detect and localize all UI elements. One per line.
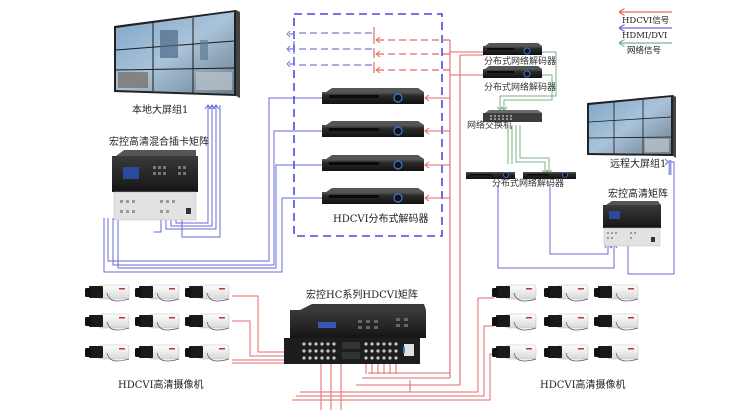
hdcvi-decoder (322, 188, 424, 204)
camera (185, 284, 230, 302)
dashed-arrow-heads (286, 30, 291, 68)
net-decoder-pair: 分布式网络解码器 (466, 172, 576, 189)
cameras-left-label: HDCVI高清摄像机 (118, 378, 204, 391)
net-decoder-1-label: 分布式网络解码器 (484, 55, 556, 67)
legend-label-network: 网络信号 (627, 45, 661, 56)
hc-hdcvi-matrix: 宏控HC系列HDCVI矩阵 (284, 288, 426, 364)
camera (544, 344, 589, 362)
camera (594, 284, 639, 302)
camera-grid-right (492, 284, 639, 362)
camera (135, 344, 180, 362)
hybrid-matrix: 宏控高清混合插卡矩阵 (109, 135, 209, 221)
hdmi-wiring-right (497, 161, 675, 275)
legend-item-hdcvi: HDCVI信号 (620, 12, 672, 26)
dashed-hdmi-outputs (287, 32, 372, 66)
camera (85, 344, 130, 362)
bnc-ports (302, 342, 398, 360)
network-switch: 网络交换机 (467, 110, 542, 131)
legend-item-hdmi: HDMI/DVI (620, 28, 672, 41)
legend-label-hdmi: HDMI/DVI (622, 31, 667, 41)
net-decoder-pair-label: 分布式网络解码器 (492, 177, 564, 189)
hdcvi-decoders-label: HDCVI分布式解码器 (333, 212, 429, 225)
camera (594, 313, 639, 331)
net-decoder-b (523, 172, 576, 179)
hdcvi-decoder-stack: HDCVI分布式解码器 (322, 88, 429, 225)
local-wall-label: 本地大屏组1 (132, 103, 188, 116)
remote-video-wall: 远程大屏组1 (587, 95, 676, 170)
hdcvi-decoder (322, 88, 424, 104)
hdcvi-decoder (322, 155, 424, 171)
net-decoder-a (466, 172, 515, 179)
remote-matrix-label: 宏控高清矩阵 (608, 187, 668, 200)
net-decoder-2-label: 分布式网络解码器 (484, 81, 556, 93)
local-wall-input-arrows (204, 104, 220, 110)
matrix-output-wires (320, 362, 397, 410)
camera (492, 284, 537, 302)
remote-wall-label: 远程大屏组1 (610, 157, 666, 170)
camera (135, 313, 180, 331)
hdcvi-decoder (322, 121, 424, 137)
remote-matrix: 宏控高清矩阵 (603, 187, 668, 247)
hc-matrix-label: 宏控HC系列HDCVI矩阵 (306, 288, 418, 301)
dashed-red-verticals (373, 27, 381, 74)
camera (85, 313, 130, 331)
legend-item-network: 网络信号 (620, 43, 672, 56)
camera (594, 344, 639, 362)
decoder-group-boundary (293, 13, 443, 237)
camera (544, 284, 589, 302)
net-decoder-1: 分布式网络解码器 (483, 43, 556, 67)
camera (492, 344, 537, 362)
hdmi-wiring-left (103, 97, 322, 273)
hdcvi-trunk-wiring (356, 40, 484, 386)
network-switch-label: 网络交换机 (467, 119, 512, 131)
camera-grid-left (85, 284, 230, 362)
camera (135, 284, 180, 302)
cameras-right-label: HDCVI高清摄像机 (540, 378, 626, 391)
local-video-wall: 本地大屏组1 (114, 10, 240, 116)
hybrid-matrix-label: 宏控高清混合插卡矩阵 (109, 135, 209, 148)
dashed-hdcvi-inputs (376, 39, 450, 71)
hdcvi-decoder-arrows (424, 94, 430, 202)
camera (185, 344, 230, 362)
camera (85, 284, 130, 302)
legend: HDCVI信号 HDMI/DVI 网络信号 (620, 12, 672, 56)
camera (544, 313, 589, 331)
camera (185, 313, 230, 331)
camera (492, 313, 537, 331)
net-decoder-2: 分布式网络解码器 (483, 66, 556, 93)
legend-label-hdcvi: HDCVI信号 (622, 15, 669, 26)
network-wiring (499, 51, 557, 173)
